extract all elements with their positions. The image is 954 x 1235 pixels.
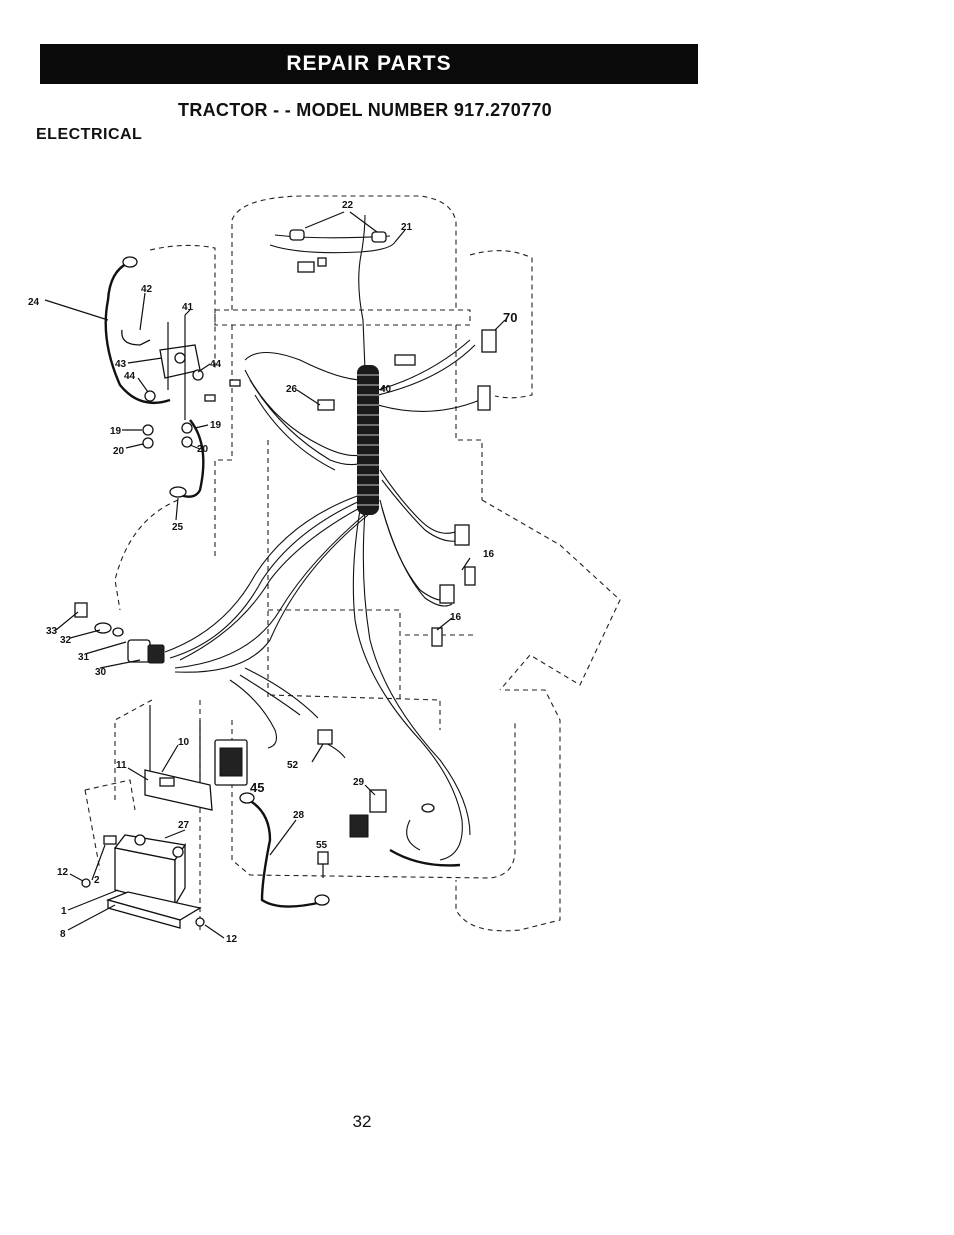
switch-parts: [431, 524, 476, 647]
callout-52: 52: [287, 760, 299, 771]
callout-1: 1: [61, 906, 67, 917]
callout-16-lower: 16: [450, 612, 462, 623]
callout-44-left: 44: [124, 371, 136, 382]
harness-conduit: [357, 365, 379, 515]
callout-70: 70: [503, 310, 517, 325]
callout-31: 31: [78, 652, 90, 663]
callout-26: 26: [286, 384, 298, 395]
leader-lines: [44, 211, 506, 939]
wire-harness: [164, 214, 481, 867]
callout-22: 22: [342, 200, 354, 211]
callout-12-left: 12: [57, 867, 69, 878]
callout-44-right: 44: [210, 359, 222, 370]
callout-33: 33: [46, 626, 58, 637]
callout-29: 29: [353, 777, 365, 788]
callout-19-left: 19: [110, 426, 122, 437]
header-bar: REPAIR PARTS: [40, 44, 698, 84]
cable-parts: [239, 729, 435, 908]
callout-20-right: 20: [197, 444, 209, 455]
battery-parts: [81, 705, 248, 929]
callout-55: 55: [316, 840, 328, 851]
callout-40: 40: [380, 384, 392, 395]
callout-42: 42: [141, 284, 153, 295]
section-title: ELECTRICAL: [36, 126, 143, 143]
callout-20-left: 20: [113, 446, 125, 457]
callout-30: 30: [95, 667, 107, 678]
callout-24: 24: [28, 297, 40, 308]
page-number: 32: [352, 1112, 372, 1131]
callout-19-right: 19: [210, 420, 222, 431]
callout-28: 28: [293, 810, 305, 821]
callout-45: 45: [250, 780, 264, 795]
callout-11: 11: [116, 760, 127, 771]
header-title: REPAIR PARTS: [286, 52, 452, 75]
callout-2: 2: [94, 875, 100, 886]
page-subtitle: TRACTOR - - MODEL NUMBER 917.270770: [178, 100, 552, 120]
callout-16-upper: 16: [483, 549, 495, 560]
callout-labels: 22 21 70 24 42 41 43 44 44 19 19 20 20 2…: [28, 200, 517, 945]
callout-21: 21: [401, 222, 413, 233]
callout-27: 27: [178, 820, 190, 831]
headlight-parts: [289, 229, 497, 411]
pto-parts: [74, 602, 165, 664]
callout-10: 10: [178, 737, 190, 748]
callout-43: 43: [115, 359, 127, 370]
callout-41: 41: [182, 302, 194, 313]
callout-25: 25: [172, 522, 184, 533]
conduit-ribs: [357, 374, 379, 506]
callout-32: 32: [60, 635, 72, 646]
chassis-outline: [84, 195, 621, 932]
callout-12-right: 12: [226, 934, 238, 945]
ignition-parts: [104, 256, 335, 498]
callout-8: 8: [60, 929, 66, 940]
